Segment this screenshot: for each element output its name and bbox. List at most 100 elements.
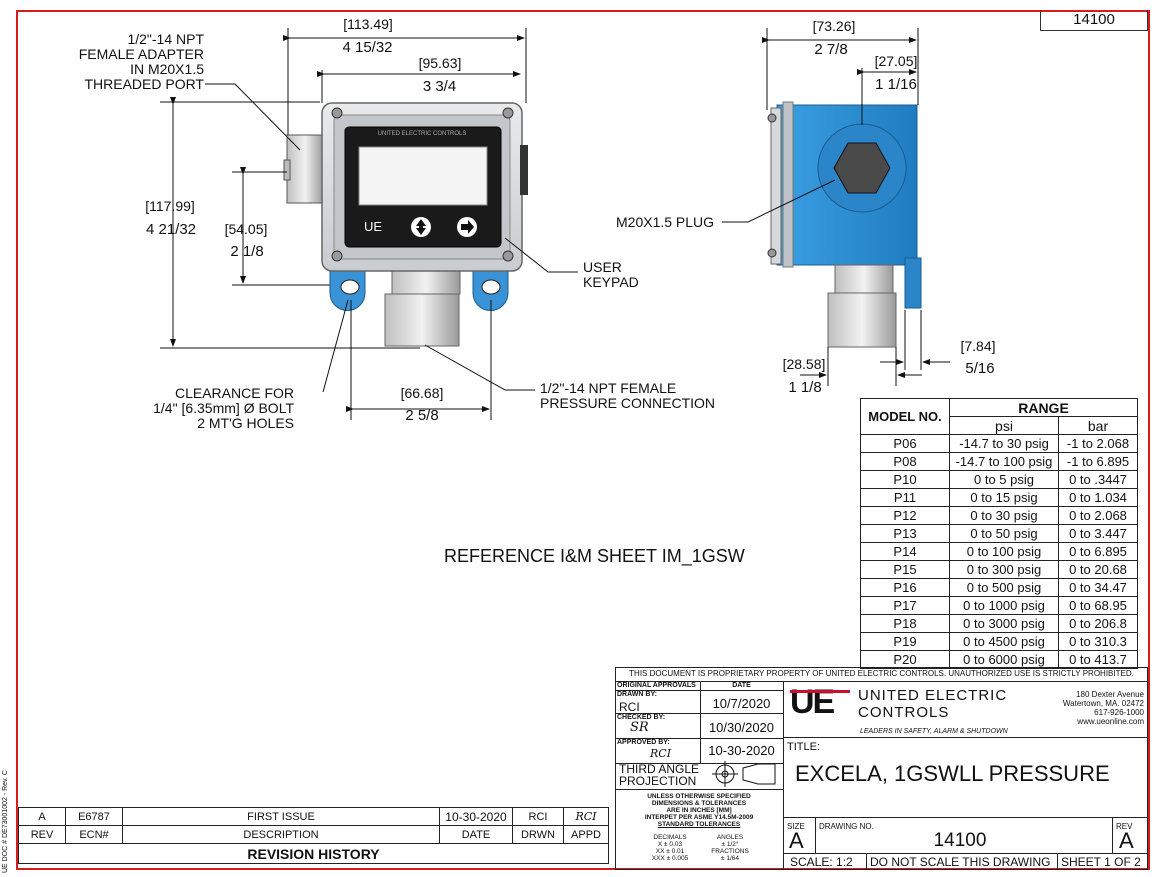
drawn-by: RCI [619, 700, 640, 714]
sheet-number: SHEET 1 OF 2 [1061, 855, 1141, 869]
psi-cell: -14.7 to 100 psig [949, 452, 1059, 471]
header-date: DATE [439, 825, 513, 844]
bar-cell: 0 to 20.68 [1058, 560, 1138, 579]
header-drwn: DRWN [512, 825, 564, 844]
drawn-by-label: DRAWN BY: [617, 691, 657, 698]
bar-cell: -1 to 6.895 [1058, 452, 1138, 471]
reference-note: REFERENCE I&M SHEET IM_1GSW [444, 546, 745, 566]
col-range-header: RANGE [949, 398, 1138, 417]
dim-fitting-mm: [28.58] [782, 356, 826, 372]
header-ecn: ECN# [65, 825, 123, 844]
dim-fitting-in: 1 1/8 [788, 379, 822, 396]
projection-label: THIRD ANGLE PROJECTION [619, 762, 700, 788]
drawing-border [16, 10, 1150, 870]
dim-height-port-mm: [54.05] [224, 221, 268, 237]
scale: SCALE: 1:2 [790, 855, 853, 869]
side-view [767, 101, 922, 348]
model-cell: P12 [860, 506, 950, 525]
do-not-scale: DO NOT SCALE THIS DRAWING [870, 855, 1051, 869]
dim-height-overall-mm: [117.99] [145, 198, 195, 214]
proprietary-notice: THIS DOCUMENT IS PROPRIETARY PROPERTY OF… [629, 669, 1134, 678]
col-psi-header: psi [949, 416, 1059, 435]
bar-cell: 0 to 34.47 [1058, 578, 1138, 597]
bar-cell: 0 to .3447 [1058, 470, 1138, 489]
model-cell: P11 [860, 488, 950, 507]
date-cell: 10-30-2020 [439, 807, 513, 826]
revision-history-title: REVISION HISTORY [18, 843, 609, 864]
dim-width-overall-mm: [113.49] [343, 16, 393, 32]
drawing-no-label: DRAWING NO. [819, 822, 874, 831]
psi-cell: 0 to 15 psig [949, 488, 1059, 507]
drawing-no: 14100 [933, 830, 987, 851]
size-label: SIZE [787, 822, 805, 831]
approved-by-signature: RCI [650, 747, 672, 760]
description-cell: FIRST ISSUE [122, 807, 440, 826]
psi-cell: 0 to 1000 psig [949, 596, 1059, 615]
psi-cell: 0 to 3000 psig [949, 614, 1059, 633]
approvals-grid [615, 681, 784, 870]
rev-label: REV [1116, 822, 1133, 831]
approved-by-label: APPROVED BY: [617, 739, 670, 746]
display-brand: UNITED ELECTRIC CONTROLS [377, 131, 467, 137]
keypad-ue-logo: UE [364, 219, 383, 234]
dim-depth-overall-in: 2 7/8 [814, 41, 848, 58]
model-row: P08-14.7 to 100 psig-1 to 6.895 [860, 452, 1138, 471]
ecn-cell: E6787 [65, 807, 123, 826]
psi-cell: 0 to 500 psig [949, 578, 1059, 597]
model-row: P06-14.7 to 30 psig-1 to 2.068 [860, 434, 1138, 453]
model-cell: P14 [860, 542, 950, 561]
checked-by-label: CHECKED BY: [617, 714, 666, 721]
front-dimensions [160, 28, 578, 420]
date-header: DATE [732, 682, 751, 689]
rev-value: A [1119, 828, 1134, 853]
model-cell: P17 [860, 596, 950, 615]
checked-date: 10/30/2020 [708, 720, 775, 735]
model-cell: P06 [860, 434, 950, 453]
psi-cell: -14.7 to 30 psig [949, 434, 1059, 453]
col-model-header: MODEL NO. [860, 398, 950, 435]
dim-hole-spacing-mm: [66.68] [400, 385, 444, 401]
model-range-table: MODEL NO. RANGE psi bar P06-14.7 to 30 p… [860, 398, 1138, 669]
approved-date: 10-30-2020 [708, 743, 775, 758]
keypad-callout: USER KEYPAD [583, 259, 639, 290]
bar-cell: 0 to 1.034 [1058, 488, 1138, 507]
appd-cell: RCI [563, 807, 609, 826]
drawing-number-top: 14100 [1040, 10, 1148, 31]
psi-cell: 0 to 30 psig [949, 506, 1059, 525]
title-block [615, 667, 1148, 870]
psi-cell: 0 to 100 psig [949, 542, 1059, 561]
bar-cell: 0 to 413.7 [1058, 650, 1138, 669]
dim-width-body-in: 3 3/4 [422, 78, 457, 95]
dim-width-overall-in: 4 15/32 [342, 39, 393, 56]
psi-cell: 0 to 6000 psig [949, 650, 1059, 669]
bar-cell: 0 to 3.447 [1058, 524, 1138, 543]
bar-cell: 0 to 68.95 [1058, 596, 1138, 615]
psi-cell: 0 to 50 psig [949, 524, 1059, 543]
header-description: DESCRIPTION [122, 825, 440, 844]
bar-cell: 0 to 206.8 [1058, 614, 1138, 633]
original-approvals-label: ORIGINAL APPROVALS [617, 682, 696, 689]
model-cell: P15 [860, 560, 950, 579]
drawing-title: EXCELA, 1GSWLL PRESSURE [795, 761, 1110, 786]
dim-depth-overall-mm: [73.26] [812, 18, 856, 34]
dim-plug-offset-in: 1 1/16 [875, 76, 917, 93]
angle-fraction-tolerances: ANGLES ± 1/2° FRACTIONS ± 1/64 [711, 834, 749, 862]
drwn-cell: RCI [512, 807, 564, 826]
checked-by-signature: SR [630, 720, 649, 735]
company-address: 180 Dexter Avenue Watertown, MA. 02472 6… [1062, 690, 1144, 726]
psi-cell: 0 to 4500 psig [949, 632, 1059, 651]
bar-cell: 0 to 310.3 [1058, 632, 1138, 651]
side-dimensions [722, 28, 950, 386]
